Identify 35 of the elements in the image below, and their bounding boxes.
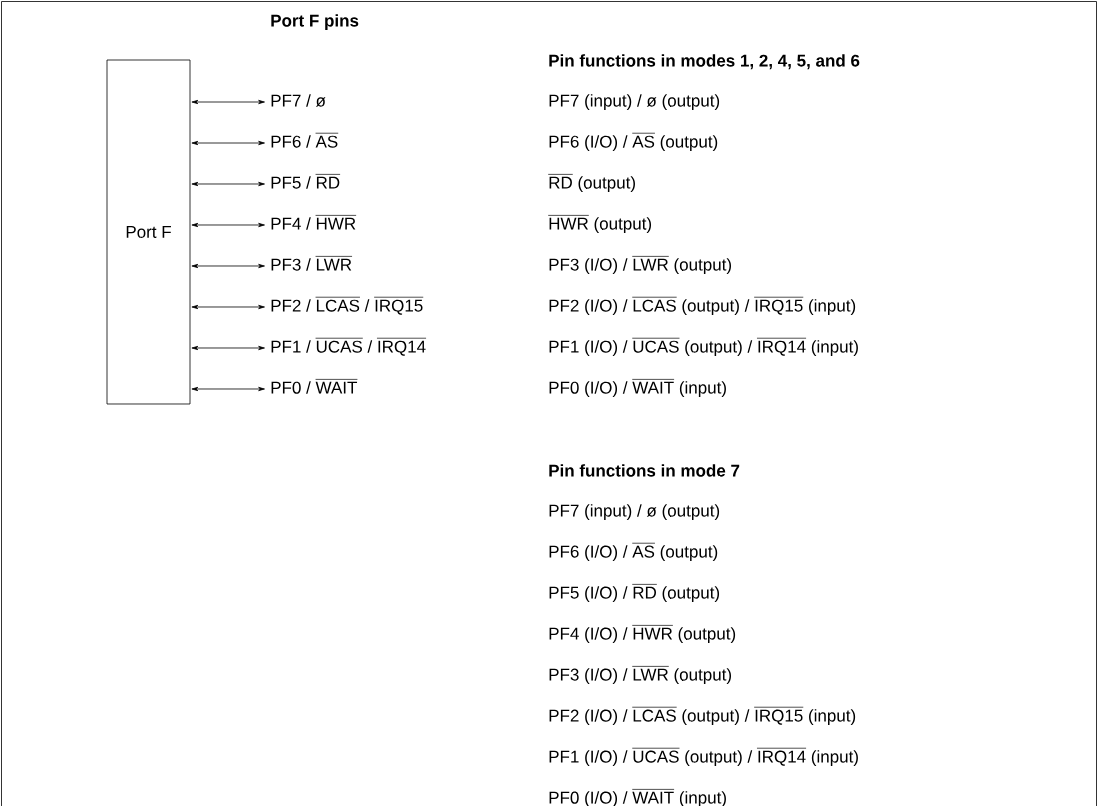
pin-label: $\text{PF0 / }\overline{\text{WAIT}}$: [271, 379, 358, 394]
pin-function-text: $\text{PF1 (I/O) / }\overline{\text{UCAS}}\text{ (output) / }\overline{\text{IRQ14}}\text{ (input)}$: [549, 748, 858, 766]
pin-label: $\text{PF3 / }\overline{\text{LWR}}$: [271, 256, 353, 271]
pin-function-text: $\text{PF6 (I/O) / }\overline{\text{AS}}\text{ (output)}$: [549, 543, 718, 561]
pin-function-text: $\text{PF3 (I/O) / }\overline{\text{LWR}}\text{ (output)}$: [549, 666, 731, 684]
pin-function-text: $\overline{\text{RD}}\text{ (output)}$: [548, 174, 635, 193]
pin-function-text: $\text{PF3 (I/O) / }\overline{\text{LWR}}\text{ (output)}$: [549, 256, 731, 275]
pin-label: $\text{PF4 / }\overline{\text{HWR}}$: [271, 215, 357, 230]
double-arrow: [191, 222, 265, 228]
double-arrow: [191, 304, 265, 310]
column-heading: Pin functions in modes 1, 2, 4, 5, and 6: [549, 54, 860, 70]
double-arrow: [191, 263, 265, 269]
pin-label: $\text{PF7 / ø}$: [271, 94, 326, 107]
pin-function-text: $\text{PF4 (I/O) / }\overline{\text{HWR}}\text{ (output)}$: [549, 625, 736, 643]
pin-function-text: $\text{PF1 (I/O) / }\overline{\text{UCAS}}\text{ (output) / }\overline{\text{IRQ14}}\text{ (input)}$: [549, 338, 858, 357]
pin-function-text: $\text{PF7 (input) / ø (output)}$: [549, 94, 720, 111]
double-arrow: [191, 181, 265, 187]
pin-label: $\text{PF6 / }\overline{\text{AS}}$: [271, 133, 339, 148]
pin-function-text: $\text{PF2 (I/O) / }\overline{\text{LCAS}}\text{ (output) / }\overline{\text{IRQ15}}\text{ (input)}$: [549, 707, 856, 725]
double-arrow: [191, 345, 265, 351]
double-arrow: [191, 99, 265, 105]
double-arrow: [191, 386, 265, 392]
pin-function-text: $\text{PF2 (I/O) / }\overline{\text{LCAS}}\text{ (output) / }\overline{\text{IRQ15}}\text{ (input)}$: [549, 297, 856, 316]
column-heading: Port F pins: [271, 14, 359, 31]
pin-function-text: $\text{PF0 (I/O) / }\overline{\text{WAIT}}\text{ (input)}$: [549, 379, 726, 398]
pin-function-text: $\overline{\text{HWR}}\text{ (output)}$: [548, 215, 652, 234]
port-box: Port F: [106, 59, 191, 405]
column-heading: Pin functions in mode 7: [549, 464, 740, 477]
pin-function-text: $\text{PF7 (input) / ø (output)}$: [549, 504, 720, 521]
double-arrow: [191, 140, 265, 146]
pin-function-text: $\text{PF5 (I/O) / }\overline{\text{RD}}\text{ (output)}$: [549, 584, 720, 603]
pin-label: $\text{PF2 / }\overline{\text{LCAS}}\text{ / }\overline{\text{IRQ15}}$: [271, 297, 424, 315]
pin-label: $\text{PF1 / }\overline{\text{UCAS}}\text{ / }\overline{\text{IRQ14}}$: [271, 338, 427, 356]
pin-function-text: $\text{PF6 (I/O) / }\overline{\text{AS}}\text{ (output)}$: [549, 133, 718, 152]
pin-label: $\text{PF5 / }\overline{\text{RD}}$: [271, 174, 341, 189]
